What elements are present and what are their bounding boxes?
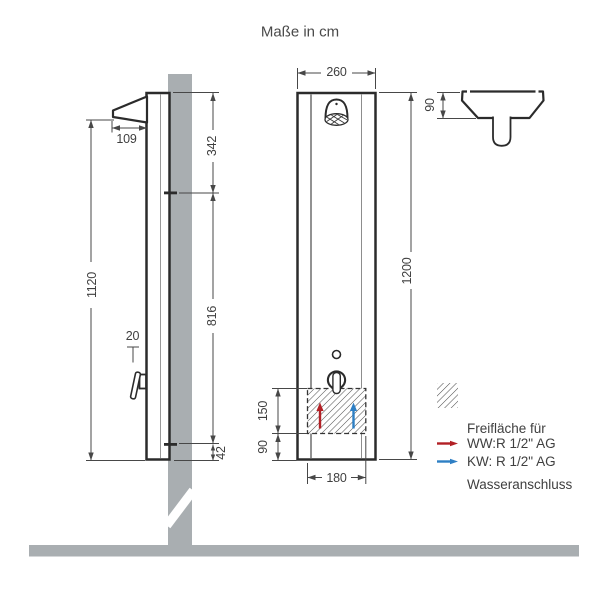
legend-warm-water-arrow-icon xyxy=(437,440,458,447)
legend-warm-water-row: WW: R 1/2" AG xyxy=(467,436,556,452)
wall-and-floor xyxy=(29,74,579,557)
dim-label-816: 816 xyxy=(204,305,219,327)
top-shower-head xyxy=(492,116,512,147)
top-notch-left xyxy=(467,90,470,94)
side-panel-body xyxy=(145,91,171,461)
dim-label-20: 20 xyxy=(125,328,140,343)
warm-water-arrow xyxy=(316,402,324,429)
dim-label-180: 180 xyxy=(326,470,347,485)
dim-label-150: 150 xyxy=(255,400,270,421)
side-view xyxy=(86,91,219,461)
top-dimension-arrows xyxy=(440,92,446,119)
side-dimension-lines xyxy=(86,92,219,461)
dim-label-42: 42 xyxy=(213,445,228,460)
legend-cold-water-row: KW: R 1/2" AG xyxy=(467,454,556,470)
top-panel-outline xyxy=(460,90,545,120)
legend-hatch-swatch xyxy=(437,383,458,408)
wall-break xyxy=(163,487,197,529)
mixer-lever-side xyxy=(129,371,147,400)
legend-hatch-label-line2: Wasseranschluss xyxy=(467,476,573,492)
dim-label-90-front: 90 xyxy=(255,439,270,454)
upper-mount-tick xyxy=(164,191,177,195)
lower-mount-tick xyxy=(164,443,177,446)
shower-head-front xyxy=(324,98,349,126)
legend-kw-key: KW: xyxy=(467,454,493,469)
dim-label-109: 109 xyxy=(116,131,137,146)
top-notch-right xyxy=(535,90,539,94)
cold-water-arrow xyxy=(349,402,358,429)
piezo-button xyxy=(331,349,342,360)
legend-ww-key: WW: xyxy=(467,436,496,451)
wall xyxy=(168,74,192,545)
diagram-title: Maße in cm xyxy=(260,23,340,41)
floor xyxy=(29,545,579,557)
legend-kw-value: R 1/2" AG xyxy=(496,454,556,469)
dim-label-1120: 1120 xyxy=(84,271,99,299)
front-dimension-arrows xyxy=(275,70,414,481)
mixer-front xyxy=(326,370,347,395)
legend-graphics xyxy=(437,383,458,465)
front-view xyxy=(272,68,417,484)
legend-ww-value: R 1/2" AG xyxy=(496,436,556,451)
dim-label-1200: 1200 xyxy=(399,256,414,285)
top-view xyxy=(437,90,545,147)
front-dimension-lines xyxy=(272,68,417,484)
legend-hatch-label: Freifläche für Wasseranschluss xyxy=(467,383,572,531)
legend-hatch-label-line1: Freifläche für xyxy=(467,421,546,436)
shower-head-side xyxy=(111,95,149,124)
dim-label-260: 260 xyxy=(326,64,347,79)
side-dimension-arrows xyxy=(88,93,216,461)
dim-label-342: 342 xyxy=(204,135,219,157)
dim-label-90-top: 90 xyxy=(422,98,437,112)
legend-cold-water-arrow-icon xyxy=(437,458,458,465)
